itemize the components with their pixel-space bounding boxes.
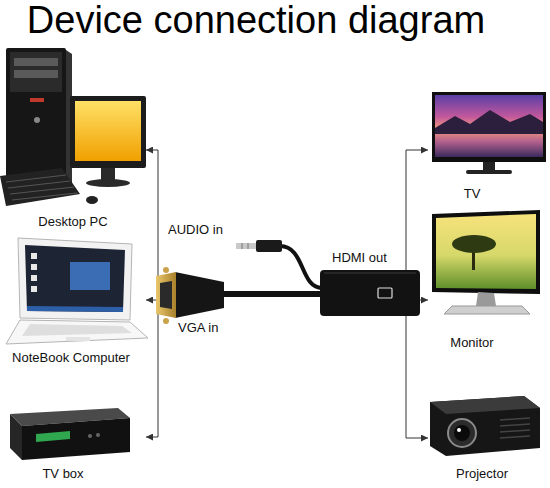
- tv-picture: [435, 95, 543, 157]
- monitor-picture: [444, 306, 530, 314]
- adapter-picture: [378, 288, 392, 298]
- device-label: Monitor: [450, 335, 493, 351]
- adapter-picture: [256, 240, 282, 252]
- port-label: HDMI out: [332, 250, 387, 266]
- desktop-pc-picture: [70, 96, 146, 168]
- connector-arrow: [146, 150, 165, 295]
- notebook-picture: [25, 245, 125, 312]
- notebook-picture: [31, 253, 37, 259]
- desktop-pc-picture: [34, 117, 40, 123]
- projector-picture: [457, 428, 461, 432]
- device-label: TV: [464, 186, 481, 202]
- adapter-picture: [280, 246, 322, 288]
- monitor-picture: [432, 210, 540, 294]
- projector-picture: [430, 396, 540, 414]
- projector-picture: [448, 419, 476, 447]
- desktop-pc-picture: [6, 175, 77, 200]
- notebook-picture: [31, 286, 37, 292]
- monitor-picture: [476, 292, 496, 306]
- projector-picture: [430, 396, 540, 456]
- adapter-picture: [236, 243, 256, 249]
- tv-box-picture: [10, 408, 130, 460]
- adapter-picture: [320, 270, 420, 316]
- notebook-picture: [27, 306, 123, 312]
- tv-picture: [432, 92, 546, 174]
- desktop-pc-picture: [101, 168, 115, 180]
- adapter-picture: [156, 240, 420, 324]
- notebook-picture: [6, 320, 148, 344]
- adapter-picture: [324, 273, 416, 274]
- desktop-pc-picture: [30, 98, 44, 102]
- adapter-picture: [242, 243, 248, 249]
- device-box: Desktop PC: [0, 44, 146, 234]
- tv-box-picture: [96, 433, 100, 437]
- desktop-pc-picture: [14, 70, 58, 78]
- desktop-pc-picture: [75, 101, 141, 161]
- notebook-picture: [70, 262, 110, 290]
- notebook-picture: [18, 238, 132, 320]
- notebook-picture: [6, 238, 148, 344]
- tv-picture: [483, 162, 495, 170]
- projector-picture: [500, 418, 530, 438]
- tv-picture: [466, 170, 512, 174]
- adapter-picture: [163, 318, 169, 324]
- device-box: TV box: [0, 398, 146, 486]
- device-label: TV box: [42, 466, 83, 482]
- device-box: TV: [428, 88, 548, 206]
- notebook-picture: [31, 264, 37, 270]
- device-label: Projector: [456, 466, 508, 482]
- diagram-title: Device connection diagram: [0, 0, 512, 42]
- tv-box-picture: [22, 418, 130, 460]
- adapter-box: AUDIO in VGA in HDMI out: [165, 218, 400, 340]
- tv-picture: [435, 110, 543, 134]
- desktop-pc-picture: [0, 48, 146, 206]
- adapter-picture: [220, 291, 322, 297]
- device-box: NoteBook Computer: [0, 236, 146, 372]
- tv-box-picture: [10, 414, 22, 460]
- projector-picture: [454, 425, 470, 441]
- tv-box-picture: [88, 434, 92, 438]
- notebook-picture: [66, 337, 90, 341]
- desktop-pc-picture: [14, 58, 58, 66]
- notebook-picture: [31, 275, 37, 281]
- device-label: NoteBook Computer: [12, 350, 130, 366]
- adapter-picture: [156, 272, 176, 318]
- desktop-pc-picture: [0, 168, 80, 206]
- desktop-pc-picture: [10, 52, 62, 92]
- projector-picture: [430, 396, 540, 456]
- adapter-picture: [163, 267, 169, 273]
- monitor-picture: [436, 214, 536, 289]
- device-label: Desktop PC: [38, 214, 107, 230]
- port-label: VGA in: [178, 320, 218, 336]
- tv-box-picture: [36, 431, 70, 442]
- device-box: Projector: [428, 380, 548, 486]
- notebook-picture: [22, 324, 132, 336]
- tv-picture: [432, 92, 546, 162]
- connector-arrow: [146, 295, 165, 437]
- adapter-picture: [160, 281, 172, 309]
- desktop-pc-picture: [86, 196, 98, 204]
- monitor-picture: [432, 210, 540, 314]
- device-box: Monitor: [428, 208, 548, 356]
- monitor-picture: [452, 235, 496, 253]
- port-label: AUDIO in: [168, 222, 223, 238]
- adapter-picture: [175, 272, 224, 318]
- desktop-pc-picture: [86, 179, 130, 187]
